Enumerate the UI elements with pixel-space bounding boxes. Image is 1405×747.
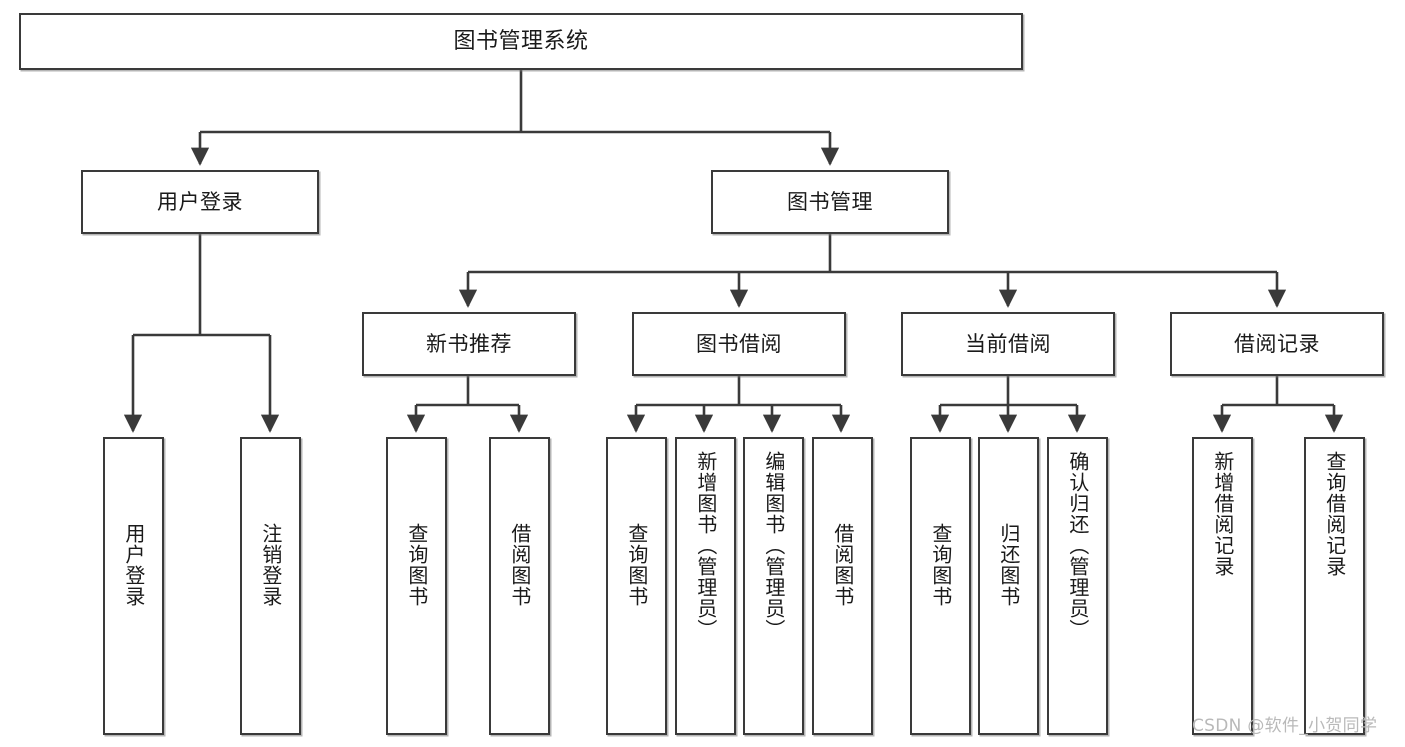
csdn-watermark: CSDN @软件_小贺同学 [1192,716,1378,736]
node-leaf-return-book[interactable]: 归还图书 [978,437,1039,735]
node-label: 编辑图书（管理员） [761,451,786,640]
node-leaf-add-book-admin[interactable]: 新增图书（管理员） [675,437,736,735]
node-label: 归还图书 [996,523,1021,607]
node-current-borrowing[interactable]: 当前借阅 [901,312,1115,376]
node-label: 查询图书 [928,523,953,607]
node-book-borrowing[interactable]: 图书借阅 [632,312,846,376]
node-leaf-borrow-book-2[interactable]: 借阅图书 [812,437,873,735]
node-book-management[interactable]: 图书管理 [711,170,949,234]
node-leaf-query-borrow-record[interactable]: 查询借阅记录 [1304,437,1365,735]
node-label: 图书借阅 [696,331,782,356]
node-label: 当前借阅 [965,331,1051,356]
node-label: 查询图书 [624,523,649,607]
node-leaf-query-book-3[interactable]: 查询图书 [910,437,971,735]
node-label: 查询图书 [404,523,429,607]
node-leaf-confirm-return-admin[interactable]: 确认归还（管理员） [1047,437,1108,735]
node-leaf-edit-book-admin[interactable]: 编辑图书（管理员） [743,437,804,735]
node-label: 图书管理 [787,189,873,214]
node-leaf-query-book-1[interactable]: 查询图书 [386,437,447,735]
node-leaf-user-login[interactable]: 用户登录 [103,437,164,735]
node-leaf-query-book-2[interactable]: 查询图书 [606,437,667,735]
node-label: 查询借阅记录 [1322,451,1347,577]
node-label: 新书推荐 [426,331,512,356]
node-leaf-add-borrow-record[interactable]: 新增借阅记录 [1192,437,1253,735]
node-label: 借阅图书 [507,523,532,607]
node-new-book-recommendation[interactable]: 新书推荐 [362,312,576,376]
node-label: 新增借阅记录 [1210,451,1235,577]
node-label: 用户登录 [157,189,243,214]
node-label: 借阅图书 [830,523,855,607]
node-user-login[interactable]: 用户登录 [81,170,319,234]
node-root-book-management-system[interactable]: 图书管理系统 [19,13,1023,70]
node-leaf-borrow-book-1[interactable]: 借阅图书 [489,437,550,735]
node-borrowing-record[interactable]: 借阅记录 [1170,312,1384,376]
node-label: 注销登录 [258,523,283,607]
node-label: 用户登录 [121,523,146,607]
node-leaf-user-logout[interactable]: 注销登录 [240,437,301,735]
node-label: 借阅记录 [1234,331,1320,356]
node-label: 新增图书（管理员） [693,451,718,640]
node-label: 确认归还（管理员） [1065,451,1090,640]
node-label: 图书管理系统 [453,28,589,54]
